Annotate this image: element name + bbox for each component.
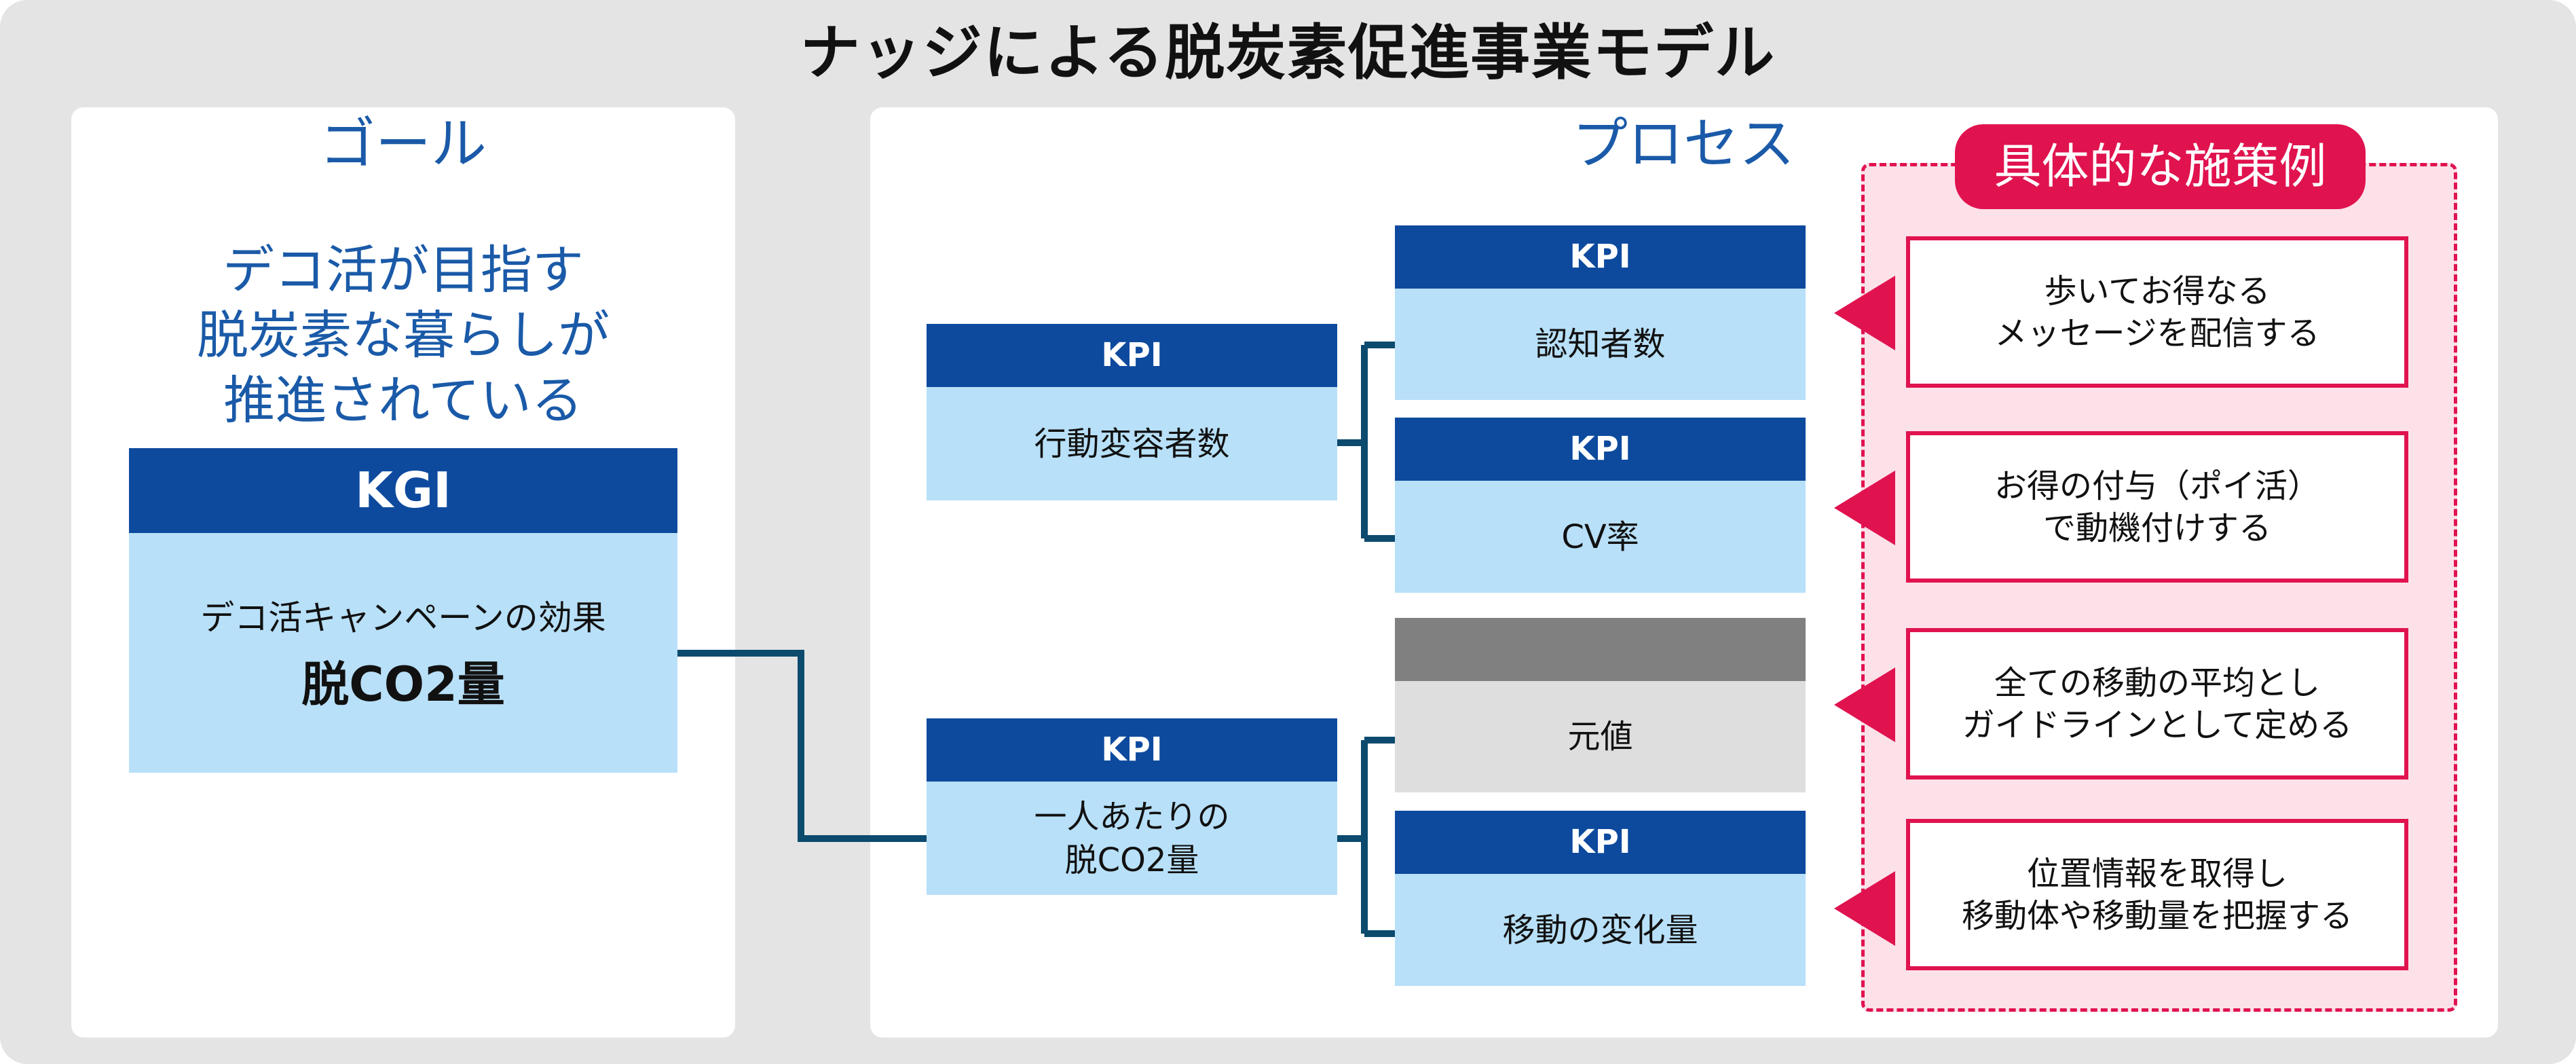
kgi-metric: 脱CO2量 xyxy=(301,657,505,712)
pointer-arrow-icon xyxy=(1834,667,1895,742)
kpi-cv-rate-box: KPI CV率 xyxy=(1395,418,1806,593)
measures-tab: 具体的な施策例 xyxy=(1955,124,2366,209)
baseline-value-box: 元値 xyxy=(1395,618,1806,792)
kpi-name: 脱CO2量 xyxy=(1064,841,1199,879)
goal-statement: デコ活が目指す 脱炭素な暮らしが 推進されている xyxy=(71,238,735,433)
measure-text: ガイドラインとして定める xyxy=(1962,705,2353,744)
pointer-arrow-icon xyxy=(1834,871,1895,946)
pointer-arrow-icon xyxy=(1834,276,1895,350)
kgi-box: KGI デコ活キャンペーンの効果 脱CO2量 xyxy=(129,448,677,773)
measure-text: 全ての移動の平均とし xyxy=(1994,663,2320,702)
kpi-header: KPI xyxy=(927,718,1337,782)
kpi-body: 移動の変化量 xyxy=(1395,874,1806,986)
kpi-header: KPI xyxy=(1395,225,1806,289)
process-heading: プロセス xyxy=(1571,112,1795,177)
kpi-name: 一人あたりの xyxy=(1034,797,1230,836)
diagram-title: ナッジによる脱炭素促進事業モデル xyxy=(800,18,1776,88)
kgi-description: デコ活キャンペーンの効果 xyxy=(200,598,606,638)
kpi-header: KPI xyxy=(927,324,1337,387)
measure-item: お得の付与（ポイ活） で動機付けする xyxy=(1906,431,2408,583)
measure-text: メッセージを配信する xyxy=(1994,314,2320,352)
kgi-header: KGI xyxy=(129,448,677,533)
measure-item: 位置情報を取得し 移動体や移動量を把握する xyxy=(1906,819,2408,970)
kpi-body: CV率 xyxy=(1395,481,1806,593)
measure-item: 全ての移動の平均とし ガイドラインとして定める xyxy=(1906,628,2408,779)
kpi-awareness-box: KPI 認知者数 xyxy=(1395,225,1806,400)
baseline-body: 元値 xyxy=(1395,681,1806,792)
baseline-header xyxy=(1395,618,1806,681)
goal-statement-line: デコ活が目指す xyxy=(223,240,584,300)
kpi-body: 認知者数 xyxy=(1395,289,1806,400)
measure-text: お得の付与（ポイ活） xyxy=(1994,466,2320,505)
kpi-movement-change-box: KPI 移動の変化量 xyxy=(1395,811,1806,986)
kgi-body: デコ活キャンペーンの効果 脱CO2量 xyxy=(129,533,677,773)
kpi-body: 行動変容者数 xyxy=(927,387,1337,500)
kpi-body: 一人あたりの 脱CO2量 xyxy=(927,782,1337,895)
kpi-behavior-change-box: KPI 行動変容者数 xyxy=(927,324,1337,500)
pointer-arrow-icon xyxy=(1834,471,1895,545)
kpi-name: 行動変容者数 xyxy=(1034,424,1230,463)
kpi-header: KPI xyxy=(1395,811,1806,874)
measure-item: 歩いてお得なる メッセージを配信する xyxy=(1906,236,2408,388)
connector-kgi-to-kpi xyxy=(677,650,927,842)
goal-statement-line: 脱炭素な暮らしが xyxy=(197,305,610,365)
connector-kpi2-branch xyxy=(1337,737,1395,937)
measure-text: 歩いてお得なる xyxy=(2044,272,2271,310)
measure-text: 移動体や移動量を把握する xyxy=(1961,896,2353,935)
goal-heading: ゴール xyxy=(319,112,487,177)
goal-statement-line: 推進されている xyxy=(223,370,583,430)
kpi-co2-per-person-box: KPI 一人あたりの 脱CO2量 xyxy=(927,718,1337,895)
measure-text: 位置情報を取得し xyxy=(2026,854,2288,893)
kpi-header: KPI xyxy=(1395,418,1806,481)
measure-text: で動機付けする xyxy=(2042,509,2271,547)
connector-kpi1-branch xyxy=(1337,342,1395,542)
